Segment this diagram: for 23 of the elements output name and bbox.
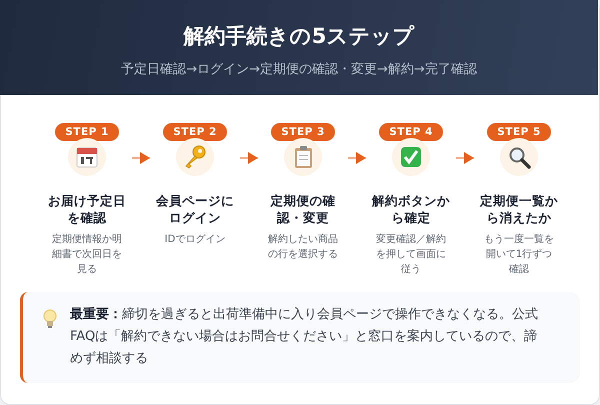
step-title: 定期便の確認・変更 (269, 192, 336, 226)
step-title: 定期便一覧から消えたか (478, 192, 559, 226)
arrow (132, 152, 150, 164)
step-description: 変更確認／解約を押して画面に従う (375, 232, 447, 277)
note-text: 最重要：締切を過ぎると出荷準備中に入り会員ページで操作できなくなる。公式FAQは「解約できない場合はお問合せください」と窓口を案内しているので、諦めず相談する (70, 306, 539, 368)
step-description: 定期便情報か明細書で次回日を見る (51, 232, 123, 277)
step-title: 会員ページにログイン (155, 192, 235, 226)
step-badge: STEP 3 (271, 123, 335, 141)
note-panel (20, 292, 580, 383)
step-description: IDでログイン (164, 233, 226, 247)
step-badge: STEP 4 (379, 123, 443, 141)
arrow (456, 152, 474, 164)
step-badge: STEP 5 (487, 123, 551, 141)
step-title: 解約ボタンから確定 (370, 192, 451, 226)
arrow (348, 152, 366, 164)
title: 解約手続きの5ステップ (182, 23, 416, 50)
step-badge: STEP 2 (163, 123, 227, 141)
step-badge: STEP 1 (55, 123, 119, 141)
arrow (240, 152, 258, 164)
step-title: お届け予定日を確認 (47, 192, 127, 226)
step-description: 解約したい商品の行を選択する (267, 232, 339, 262)
step-description: もう一度一覧を開いて1行ずつ確認 (483, 232, 555, 277)
subtitle: 予定日確認→ログイン→定期便の確認・変更→解約→完了確認 (120, 61, 478, 78)
